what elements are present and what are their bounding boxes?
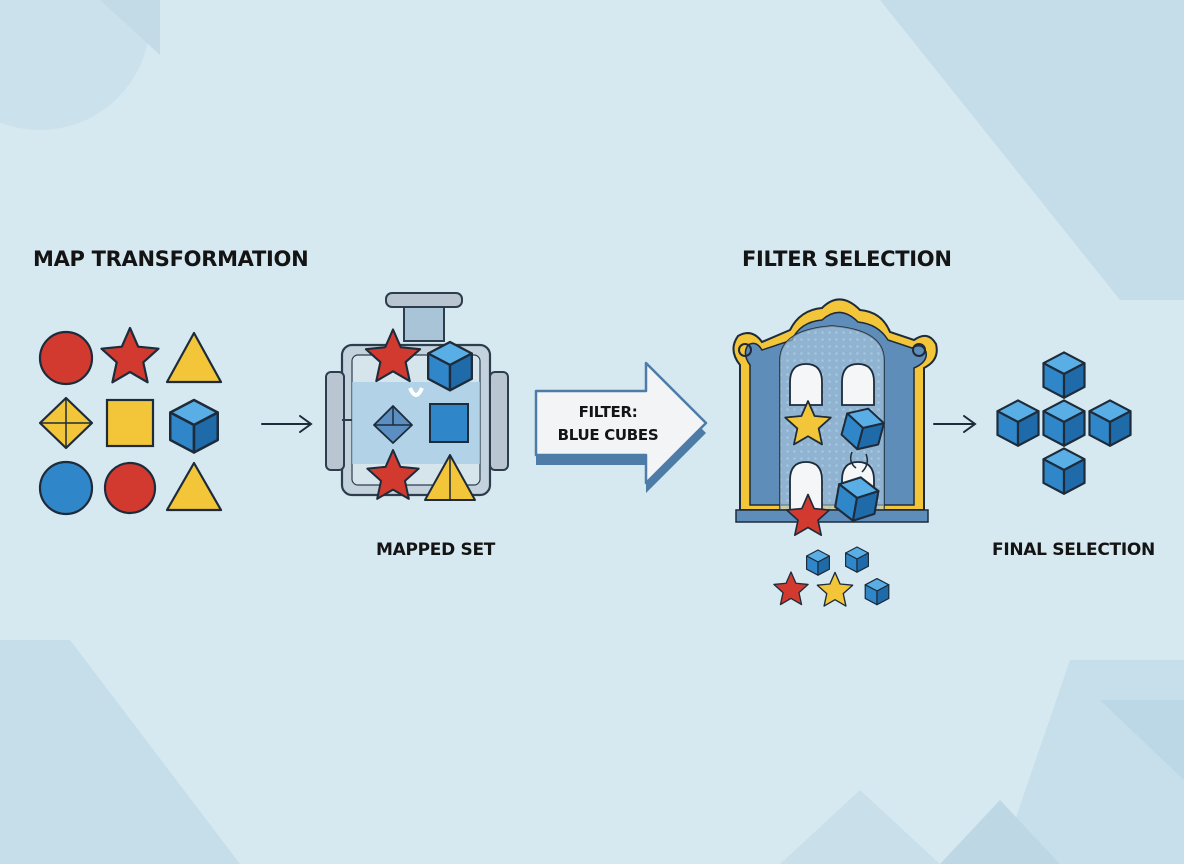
yellow-square-shape: [105, 398, 155, 448]
blue-cube-shape: [1042, 351, 1086, 399]
mapping-machine: [325, 292, 509, 501]
yellow-diamond-shape: [38, 396, 94, 450]
filter-arrow-label: FILTER:: [578, 403, 638, 421]
map-transformation-title: MAP TRANSFORMATION: [33, 247, 309, 271]
red-circle-shape: [38, 330, 94, 386]
filter-arrow: [534, 361, 708, 493]
yellow-triangle-shape: [165, 461, 223, 512]
red-star-shape: [100, 326, 160, 384]
filter-selection-title: FILTER SELECTION: [742, 247, 952, 271]
mapped-set-label: MAPPED SET: [376, 540, 496, 560]
blue-circle-shape: [38, 460, 94, 516]
input-shape-grid: [38, 326, 223, 516]
blue-cube-shape: [1042, 399, 1086, 447]
arrow-icon: [261, 415, 313, 433]
blue-cube-shape: [169, 398, 219, 454]
filter-arrow-criteria: BLUE CUBES: [557, 426, 659, 444]
blue-cube-shape: [1042, 447, 1086, 495]
final-cubes: [996, 351, 1132, 495]
blue-cube-shape: [1088, 399, 1132, 447]
final-selection-label: FINAL SELECTION: [992, 540, 1155, 560]
blue-cube-shape: [996, 399, 1040, 447]
red-circle-shape: [103, 461, 157, 515]
filter-gate: [732, 298, 938, 537]
arrow-icon: [933, 415, 977, 433]
yellow-triangle-shape: [165, 331, 223, 384]
rejected-shapes: [773, 546, 890, 607]
